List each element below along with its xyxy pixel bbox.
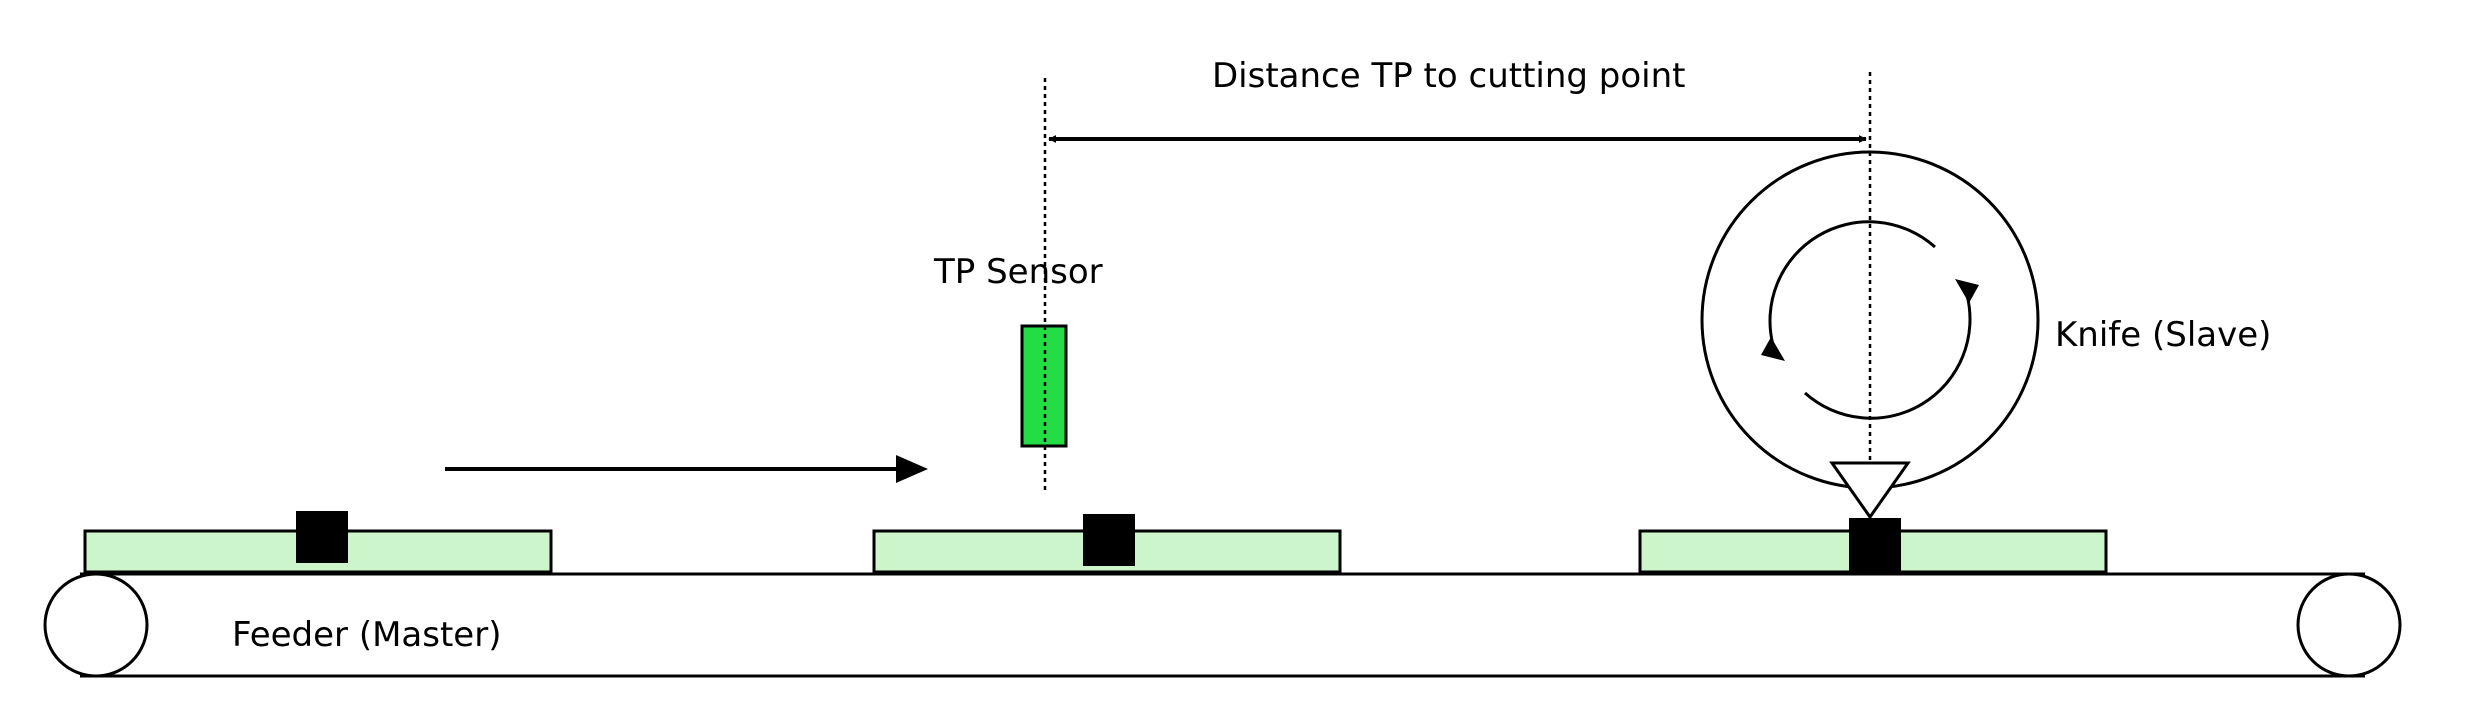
- sensor-label: TP Sensor: [933, 252, 1103, 292]
- triangle-pointer-icon: [1829, 461, 1911, 520]
- conveyor-belt: [43, 572, 2402, 678]
- feeder-label: Feeder (Master): [232, 615, 501, 655]
- distance-label: Distance TP to cutting point: [1212, 56, 1686, 96]
- print-mark-2: [1083, 514, 1135, 566]
- right-roller: [2296, 572, 2402, 678]
- print-mark-3: [1849, 518, 1901, 575]
- print-mark-1: [296, 511, 348, 563]
- knife-label: Knife (Slave): [2055, 315, 2271, 355]
- print-marks: [296, 511, 1901, 575]
- circular-arrow-icon: [1761, 220, 1979, 420]
- arrow-right-icon: [445, 455, 928, 483]
- left-roller: [43, 572, 149, 678]
- knife: [1700, 150, 2040, 520]
